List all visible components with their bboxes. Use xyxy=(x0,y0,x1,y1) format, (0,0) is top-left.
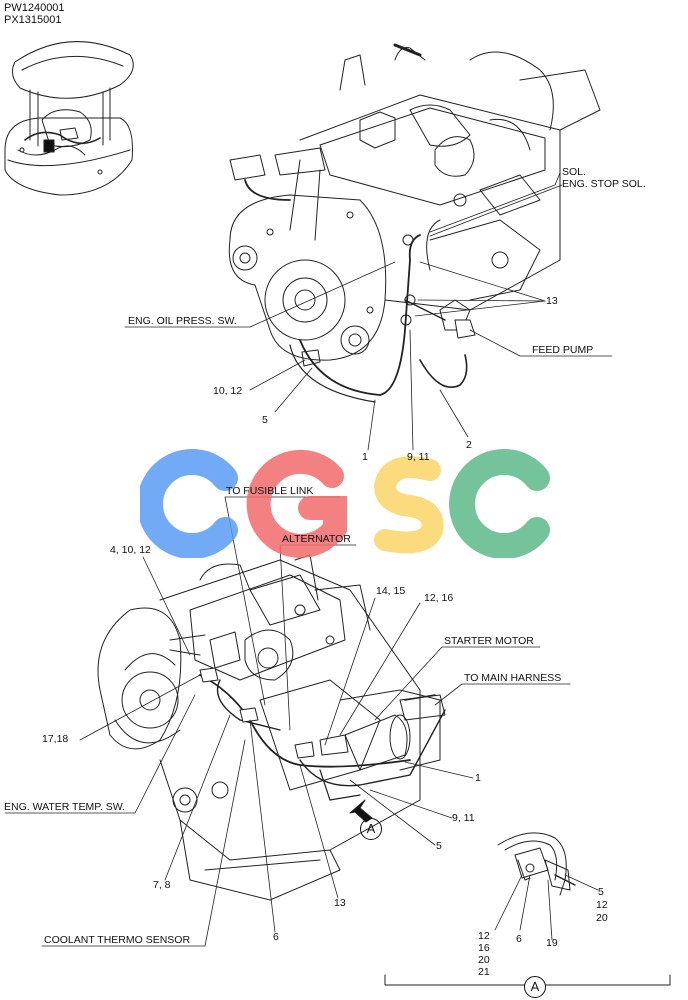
detail-a-ref-right-1: 5 xyxy=(598,886,604,898)
machine-inset-drawing xyxy=(4,41,134,196)
label-alternator: ALTERNATOR xyxy=(282,533,351,545)
detail-a-ref-right-2: 12 xyxy=(596,899,608,911)
watermark-letter-s xyxy=(373,456,444,554)
label-feed-pump: FEED PUMP xyxy=(532,344,594,356)
watermark-letter-c-1 xyxy=(137,449,238,559)
label-ref-2: 2 xyxy=(466,439,472,451)
detail-a-ref-6: 6 xyxy=(516,933,522,945)
label-ref-17-18: 17,18 xyxy=(42,733,69,745)
lower-engine-drawing xyxy=(97,554,446,901)
label-eng-oil-press-sw: ENG. OIL PRESS. SW. xyxy=(128,315,237,327)
label-ref-5-lower: 5 xyxy=(436,840,442,852)
label-ref-4-10-12: 4, 10, 12 xyxy=(110,544,151,556)
label-ref-13-upper: 13 xyxy=(546,295,558,307)
watermark-letter-c-2 xyxy=(449,449,550,559)
detail-a-ref-left-1: 12 xyxy=(478,930,490,942)
detail-a-ref-right-3: 20 xyxy=(596,912,608,924)
part-code-1: PW1240001 xyxy=(4,2,65,14)
label-ref-14-15: 14, 15 xyxy=(376,585,406,597)
part-code-2: PX1315001 xyxy=(4,14,62,26)
upper-engine-drawing xyxy=(228,43,601,403)
watermark-logo xyxy=(137,448,550,559)
label-ref-7-8: 7, 8 xyxy=(153,879,171,891)
label-ref-6-lower: 6 xyxy=(273,931,279,943)
detail-a-ref-left-2: 16 xyxy=(478,942,490,954)
label-ref-10-12: 10, 12 xyxy=(213,385,243,397)
label-to-fusible-link: TO FUSIBLE LINK xyxy=(226,485,314,497)
detail-a-callout: A xyxy=(524,976,546,998)
label-ref-1-upper: 1 xyxy=(362,451,368,463)
detail-a-ref-left-4: 21 xyxy=(478,966,490,978)
label-ref-9-11-lower: 9, 11 xyxy=(452,812,475,824)
watermark-letter-g xyxy=(246,449,347,558)
detail-a-ref-left-3: 20 xyxy=(478,954,490,966)
watermark-logo-graphic xyxy=(137,449,550,559)
label-ref-13-lower: 13 xyxy=(334,897,346,909)
view-a-callout: A xyxy=(360,818,382,840)
detail-a-ref-19: 19 xyxy=(546,937,558,949)
label-ref-1-lower: 1 xyxy=(475,772,481,784)
label-ref-5-upper: 5 xyxy=(262,414,268,426)
detail-a-drawing xyxy=(384,832,671,986)
label-to-main-harness: TO MAIN HARNESS xyxy=(464,672,562,684)
label-ref-12-16: 12, 16 xyxy=(424,592,454,604)
label-eng-water-temp-sw: ENG. WATER TEMP. SW. xyxy=(4,801,125,813)
label-sol: SOL. xyxy=(562,166,586,178)
label-eng-stop-sol: ENG. STOP SOL. xyxy=(562,178,646,190)
label-starter-motor: STARTER MOTOR xyxy=(444,635,534,647)
label-ref-9-11-upper: 9, 11 xyxy=(407,451,430,463)
label-coolant-thermo-sensor: COOLANT THERMO SENSOR xyxy=(44,934,191,946)
